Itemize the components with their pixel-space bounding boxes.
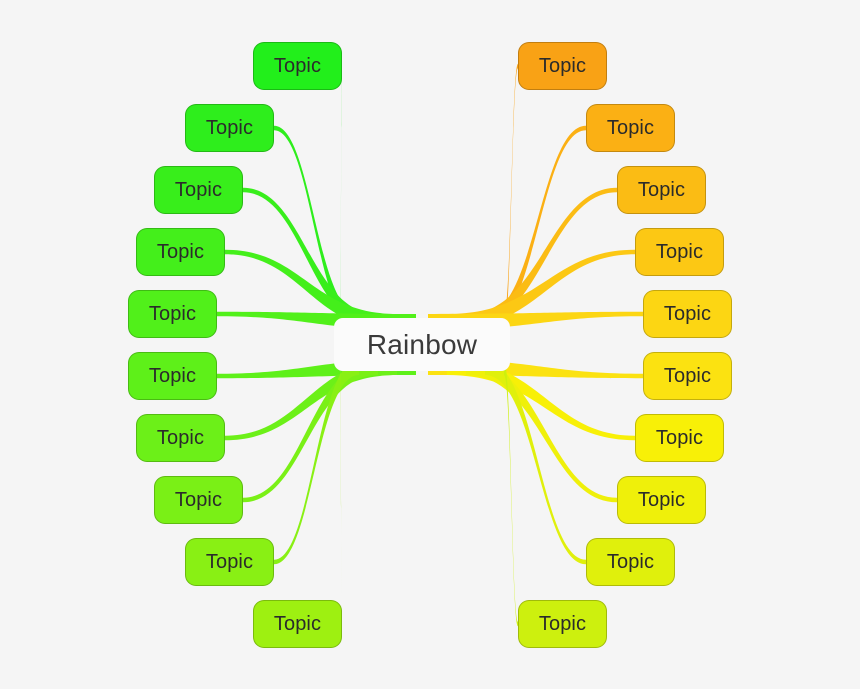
connector-left-10 [340, 359, 342, 627]
central-topic-label: Rainbow [366, 328, 478, 360]
topic-node-label: Topic [538, 613, 587, 635]
connector-left-9 [274, 359, 359, 565]
topic-node-left-2[interactable]: Topic [185, 104, 274, 152]
topic-node-label: Topic [273, 55, 322, 77]
topic-node-label: Topic [637, 489, 686, 511]
topic-node-label: Topic [156, 427, 205, 449]
topic-node-right-10[interactable]: Topic [518, 600, 607, 648]
connector-right-2 [485, 125, 586, 330]
connector-right-10 [504, 359, 518, 627]
topic-node-label: Topic [606, 117, 655, 139]
topic-node-left-1[interactable]: Topic [253, 42, 342, 90]
topic-node-right-7[interactable]: Topic [635, 414, 724, 462]
topic-node-right-8[interactable]: Topic [617, 476, 706, 524]
topic-node-label: Topic [148, 303, 197, 325]
topic-node-label: Topic [156, 241, 205, 263]
topic-node-left-4[interactable]: Topic [136, 228, 225, 276]
topic-node-right-9[interactable]: Topic [586, 538, 675, 586]
topic-node-label: Topic [663, 303, 712, 325]
topic-node-label: Topic [538, 55, 587, 77]
topic-node-label: Topic [637, 179, 686, 201]
connector-right-7 [447, 359, 635, 441]
topic-node-label: Topic [655, 241, 704, 263]
connector-left-1 [340, 63, 342, 330]
topic-node-label: Topic [148, 365, 197, 387]
connector-right-9 [485, 359, 586, 565]
topic-node-label: Topic [174, 179, 223, 201]
central-topic-node[interactable]: Rainbow [334, 318, 510, 371]
topic-node-left-5[interactable]: Topic [128, 290, 217, 338]
connector-left-2 [274, 125, 359, 330]
topic-node-label: Topic [205, 117, 254, 139]
topic-node-right-5[interactable]: Topic [643, 290, 732, 338]
topic-node-label: Topic [663, 365, 712, 387]
connector-right-1 [504, 63, 518, 330]
connector-right-3 [466, 187, 617, 330]
topic-node-right-1[interactable]: Topic [518, 42, 607, 90]
topic-node-right-3[interactable]: Topic [617, 166, 706, 214]
topic-node-label: Topic [174, 489, 223, 511]
topic-node-left-8[interactable]: Topic [154, 476, 243, 524]
topic-node-label: Topic [273, 613, 322, 635]
topic-node-right-6[interactable]: Topic [643, 352, 732, 400]
topic-node-left-6[interactable]: Topic [128, 352, 217, 400]
connector-right-8 [466, 359, 617, 503]
topic-node-left-9[interactable]: Topic [185, 538, 274, 586]
connector-left-7 [225, 359, 397, 441]
topic-node-left-7[interactable]: Topic [136, 414, 225, 462]
connector-left-8 [243, 359, 378, 503]
topic-node-label: Topic [205, 551, 254, 573]
topic-node-label: Topic [606, 551, 655, 573]
topic-node-label: Topic [655, 427, 704, 449]
connector-left-3 [243, 187, 378, 330]
topic-node-left-10[interactable]: Topic [253, 600, 342, 648]
topic-node-left-3[interactable]: Topic [154, 166, 243, 214]
topic-node-right-4[interactable]: Topic [635, 228, 724, 276]
topic-node-right-2[interactable]: Topic [586, 104, 675, 152]
